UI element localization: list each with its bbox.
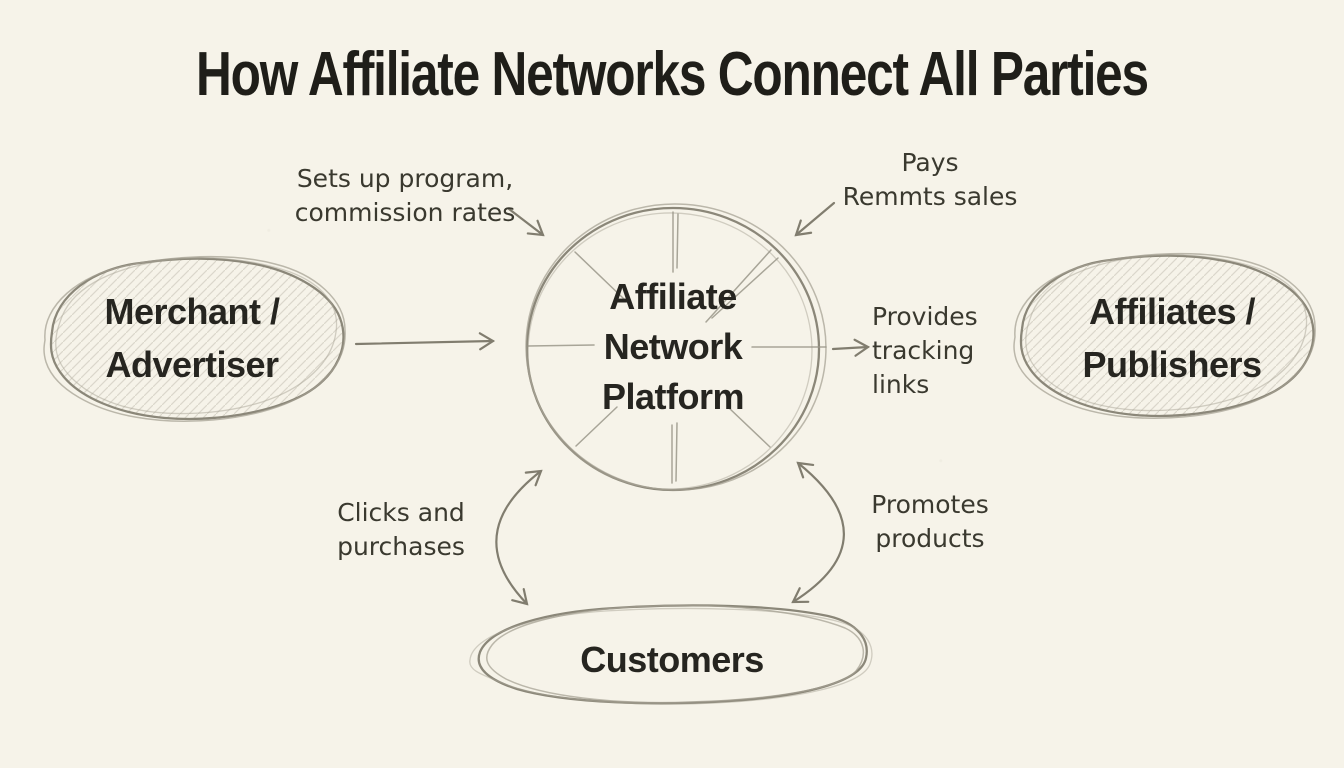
node-affiliates-line2: Publishers [1082,344,1262,385]
merchant-blob-shape [43,255,346,422]
edge-label-pays-line2: Remmts sales [842,182,1018,211]
node-merchant-line1: Merchant / [104,291,280,332]
arrow-platform-customers-left [495,469,543,606]
arrows-layer [354,201,871,606]
edge-label-promotes-line2: products [875,524,985,553]
platform-spokes [527,211,827,484]
edge-label-pays: Pays Remmts sales [780,146,1080,214]
arrow-pays-to-platform [794,201,836,237]
customers-oval-shape [469,604,873,705]
edge-label-setup-line2: commission rates [294,198,516,227]
edge-label-promotes-line1: Promotes [871,490,989,519]
node-platform-line1: Affiliate [609,276,737,317]
edge-label-tracking-line2: tracking [872,336,975,365]
node-merchant-line2: Advertiser [105,344,279,385]
node-platform-line2: Network [603,326,743,367]
affiliates-blob-shape [1013,252,1316,419]
arrow-setup-to-platform [507,207,545,237]
edge-label-tracking: Provides tracking links [872,300,978,402]
edge-label-clicks: Clicks and purchases [251,496,551,564]
node-platform-line3: Platform [601,376,745,417]
node-customers-line1: Customers [580,639,764,680]
edge-label-setup: Sets up program, commission rates [255,162,555,230]
platform-circle-shape [525,203,827,492]
arrow-platform-to-tracking [831,338,871,357]
edge-label-clicks-line2: purchases [337,532,465,561]
edge-label-tracking-line1: Provides [872,302,978,331]
node-platform-label: Affiliate Network Platform [523,272,823,422]
node-affiliates-label: Affiliates / Publishers [1022,285,1322,391]
node-merchant-label: Merchant / Advertiser [42,285,342,391]
arrow-merchant-to-platform [354,332,496,351]
edge-label-tracking-line3: links [872,370,930,399]
edge-label-clicks-line1: Clicks and [337,498,465,527]
edge-label-pays-line1: Pays [901,148,959,177]
edge-label-setup-line1: Sets up program, [296,164,514,193]
arrow-platform-customers-right [791,461,845,604]
edge-label-promotes: Promotes products [780,488,1080,556]
node-customers-label: Customers [522,635,822,685]
page-title: How Affiliate Networks Connect All Parti… [196,40,1149,109]
node-affiliates-line1: Affiliates / [1088,291,1256,332]
